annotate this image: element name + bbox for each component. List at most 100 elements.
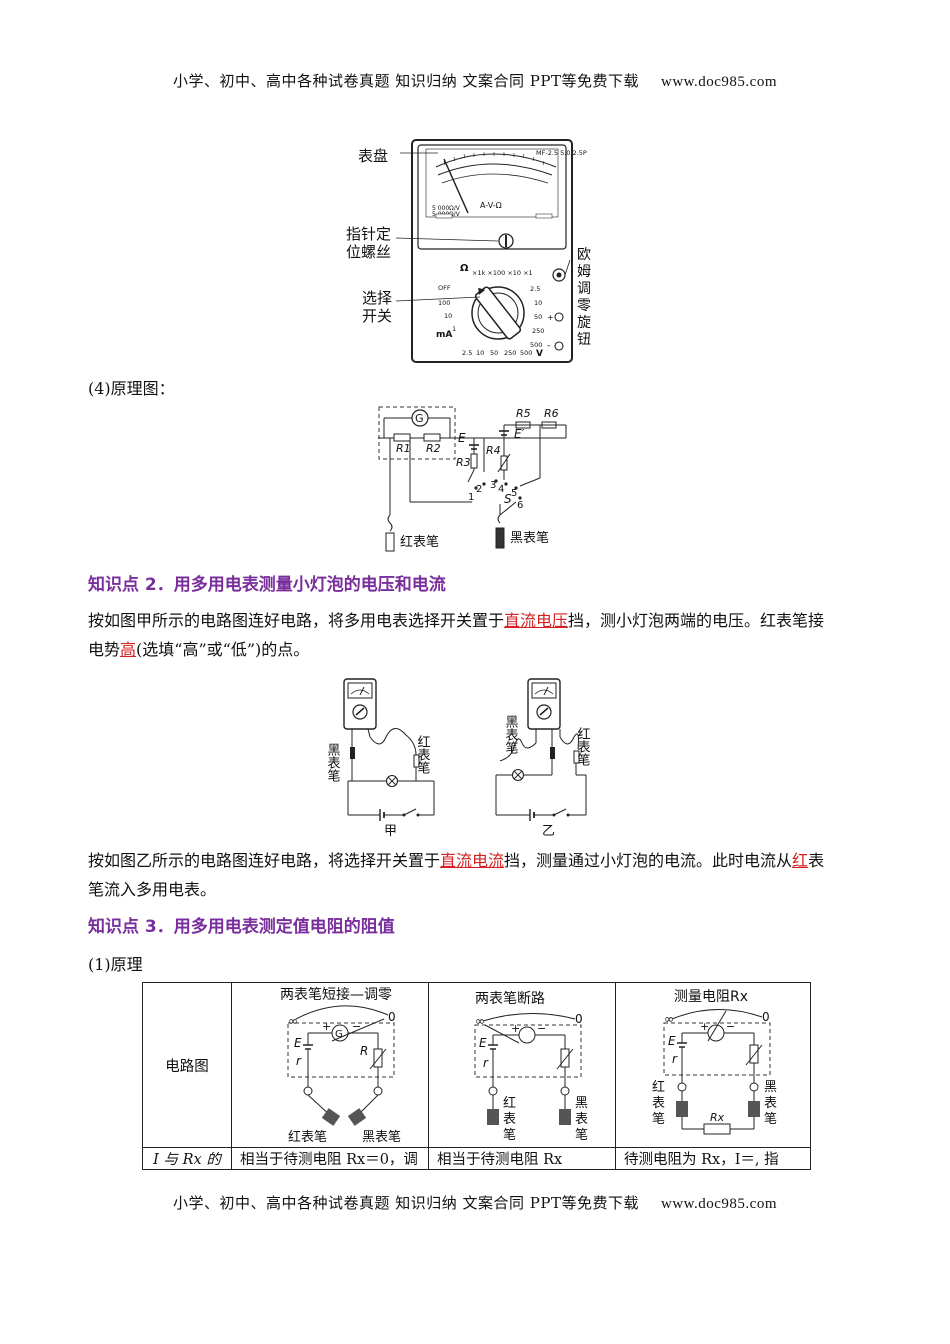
sch-term-2: 2 (476, 484, 482, 495)
kp2-paragraph-2: 按如图乙所示的电路图连好电路，将选择开关置于直流电流挡，测量通过小灯泡的电流。此… (88, 846, 878, 904)
circuit-measure: 测量电阻Rx ∞ 0 + − E r (652, 989, 777, 1135)
meter-label-knob-4: 零 (577, 298, 591, 314)
footer-url[interactable]: www.doc985.com (660, 1196, 777, 1212)
circuit-open: 两表笔断路 ∞ 0 + − E r (474, 991, 588, 1143)
col2-minus: − (537, 1022, 546, 1035)
sch-r5: R5 (516, 407, 531, 420)
col2-zero: 0 (575, 1012, 583, 1026)
kp3-title: 知识点 3．用多用电表测定值电阻的阻值 (88, 917, 395, 937)
kp2-answer-voltage: 直流电压 (504, 611, 569, 630)
schematic-diagram: G R1 R2 R5 R6 E E′ R3 R4 1 2 3 4 5 6 S 红… (378, 406, 567, 552)
col1-zero: 0 (388, 1010, 396, 1024)
col3-plus: + (700, 1020, 709, 1033)
table-head-circuit: 电路图 (142, 982, 232, 1148)
kp2-p1-c: 电势 (88, 640, 121, 659)
col2-infinity: ∞ (475, 1014, 485, 1028)
col1-r: r (296, 1054, 302, 1068)
col3-title: 测量电阻Rx (674, 989, 748, 1005)
col3-red-2: 表 (652, 1096, 665, 1111)
sch-term-6: 6 (517, 500, 523, 511)
kp2-p1-a: 按如图甲所示的电路图连好电路，将多用电表选择开关置于 (88, 611, 505, 630)
meter-label-knob-6: 钮 (577, 332, 591, 348)
meter-label-switch-1: 选择 (362, 289, 392, 307)
section-4-label: (4)原理图： (88, 379, 175, 398)
circuit-short: 两表笔短接—调零 ∞ 0 G + − E r (280, 986, 401, 1145)
col2-red-1: 红 (503, 1095, 516, 1111)
col3-rx: Rx (710, 1111, 725, 1124)
principle-table: 电路图 两表笔短接—调零 ∞ 0 G + − E r (142, 982, 811, 1170)
sch-r3: R3 (456, 456, 471, 469)
col3-zero: 0 (762, 1010, 770, 1024)
kp2-p1-d: (选填“高”或“低”)的点。 (136, 640, 310, 659)
meter-minus: - (547, 341, 550, 351)
col1-black-probe: 黑表笔 (362, 1129, 401, 1145)
meter-v-unit: V (536, 349, 543, 359)
meter-bottom-250: 250 (504, 349, 516, 357)
meter-label-knob-3: 调 (577, 281, 591, 297)
col2-black-2: 表 (575, 1112, 588, 1127)
meter-v-50: 50 (534, 313, 542, 321)
meter-ma-1: 1 (452, 325, 456, 333)
sch-red-probe: 红表笔 (400, 534, 439, 550)
sch-term-5: 5 (511, 488, 517, 499)
col1-g: G (335, 1029, 343, 1040)
kp2-answer-current: 直流电流 (440, 851, 505, 870)
sch-black-probe: 黑表笔 (510, 530, 549, 546)
sch-e2: E′ (514, 427, 525, 441)
col2-e: E (479, 1036, 487, 1050)
table-cell-relation-1: 相当于待测电阻 Rx＝0，调 (231, 1147, 429, 1170)
meter-v-2-5: 2.5 (530, 285, 540, 293)
sch-r6: R6 (544, 407, 559, 420)
kp2-p1-b: 挡，测小灯泡两端的电压。红表笔接 (568, 611, 825, 630)
meter-omega: Ω (460, 263, 469, 274)
figure-jia-yi: 黑表笔 红表笔 甲 黑表笔 红表笔 乙 (325, 678, 591, 839)
sch-term-4: 4 (498, 484, 504, 495)
meter-label-switch-2: 开关 (362, 307, 392, 325)
sch-s: S (504, 492, 512, 506)
multimeter-figure: MF-2.5 5.0 2.5P A-V-Ω 5 000Ω/V 5 000Ω/V … (346, 139, 591, 363)
col2-title: 两表笔断路 (475, 991, 545, 1007)
col1-e: E (294, 1036, 302, 1050)
meter-label-knob-5: 旋 (577, 315, 591, 331)
col2-red-2: 表 (503, 1112, 516, 1127)
header-url[interactable]: www.doc985.com (660, 74, 777, 90)
col1-red-probe: 红表笔 (288, 1129, 327, 1145)
col2-black-3: 笔 (575, 1127, 588, 1143)
jia-red-1: 红表笔 (415, 734, 431, 774)
kp2-answer-high: 高 (120, 640, 137, 659)
meter-v-250: 250 (532, 327, 544, 335)
sch-e: E (458, 431, 466, 445)
meter-scale-model: MF-2.5 5.0 2.5P (536, 149, 587, 157)
yi-red-1: 红表笔 (575, 726, 591, 766)
col3-infinity: ∞ (664, 1012, 674, 1026)
col3-black-1: 黑 (764, 1080, 777, 1095)
meter-bottom-50: 50 (490, 349, 498, 357)
table-cell-measure: 测量电阻Rx ∞ 0 + − E r (615, 982, 811, 1148)
kp2-answer-red: 红 (792, 851, 809, 870)
meter-ma-10: 10 (444, 312, 452, 320)
table-cell-short: 两表笔短接—调零 ∞ 0 G + − E r (231, 982, 429, 1148)
col3-minus: − (726, 1020, 735, 1033)
meter-label-dial: 表盘 (358, 147, 388, 165)
kp2-paragraph-1: 按如图甲所示的电路图连好电路，将多用电表选择开关置于直流电压挡，测小灯泡两端的电… (88, 606, 878, 664)
col2-black-1: 黑 (575, 1096, 588, 1111)
meter-off: OFF (438, 284, 451, 292)
sch-term-3: 3 (490, 480, 496, 491)
col1-infinity: ∞ (288, 1014, 298, 1028)
col2-red-3: 笔 (503, 1127, 516, 1143)
kp2-p2-c: 表 (808, 851, 825, 870)
sch-term-1: 1 (468, 492, 474, 503)
meter-scale-avo: A-V-Ω (480, 201, 502, 210)
meter-omega-ranges: ×1k ×100 ×10 ×1 (472, 269, 533, 277)
meter-plus: + (547, 313, 554, 322)
yi-black-1: 黑表笔 (503, 715, 519, 754)
yi-label: 乙 (542, 824, 555, 839)
col3-red-3: 笔 (652, 1111, 665, 1127)
kp2-p2-b: 挡，测量通过小灯泡的电流。此时电流从 (504, 851, 793, 870)
meter-bottom-10: 10 (476, 349, 484, 357)
col2-r: r (483, 1056, 489, 1070)
col3-black-2: 表 (764, 1096, 777, 1111)
jia-label: 甲 (384, 824, 397, 839)
